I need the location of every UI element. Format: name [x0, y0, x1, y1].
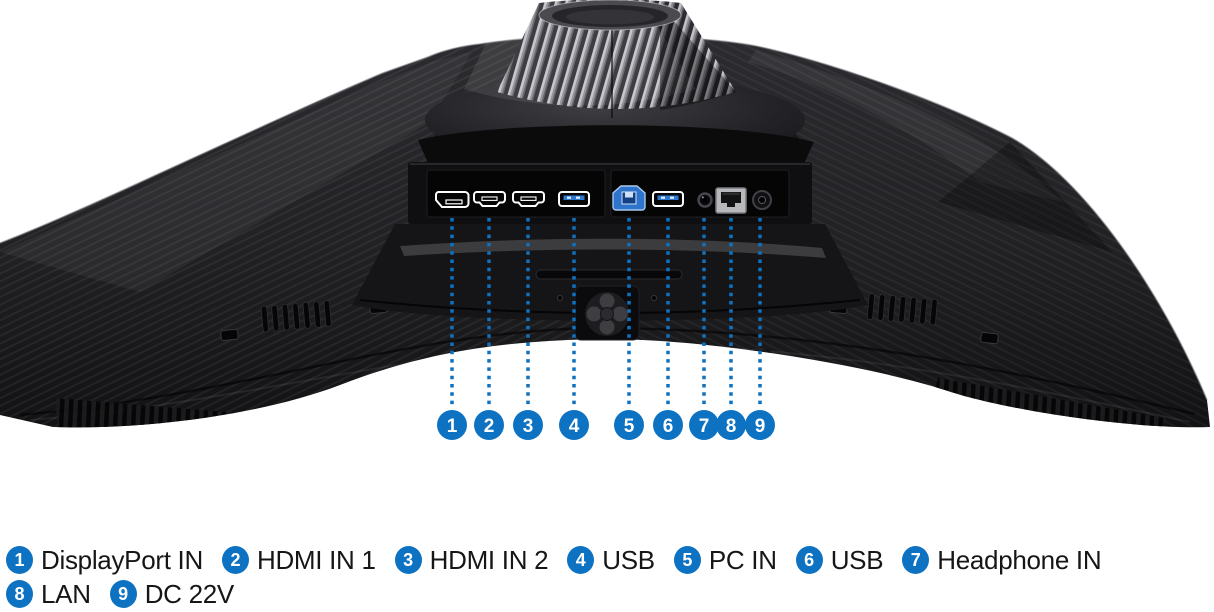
legend-label-hdmi-in-2: HDMI IN 2 [429, 544, 549, 575]
callout-2: 2 [474, 410, 504, 440]
callout-6: 6 [653, 410, 683, 440]
port-legend: 1 DisplayPort IN 2 HDMI IN 1 3 HDMI IN 2… [6, 543, 1210, 611]
lan-rj45-port-icon [715, 187, 747, 214]
legend-item-usb-2: 6 USB [795, 544, 884, 576]
hdmi2-port-icon [512, 191, 545, 207]
legend-item-displayport-in: 1 DisplayPort IN [6, 545, 203, 576]
usb-a-port-icon [558, 191, 590, 207]
hdmi1-port-icon [473, 191, 506, 207]
legend-number-badge-1: 1 [6, 546, 33, 574]
legend-label-lan: LAN [41, 578, 91, 609]
svg-text:4: 4 [569, 416, 580, 437]
right-vent-slots [866, 293, 938, 326]
callout-3: 3 [513, 410, 543, 440]
callout-9: 9 [745, 410, 775, 440]
glossy-inset-band [418, 125, 814, 168]
legend-label-headphone-in: Headphone IN [937, 544, 1102, 575]
legend-number-badge-8: 8 [6, 580, 33, 608]
legend-item-hdmi-in-1: 2 HDMI IN 1 [221, 544, 376, 576]
svg-text:7: 7 [699, 416, 710, 437]
legend-item-usb-1: 4 USB [567, 545, 655, 576]
callout-4: 4 [559, 410, 589, 440]
svg-text:2: 2 [484, 416, 495, 437]
legend-label-displayport-in: DisplayPort IN [41, 544, 203, 575]
callout-8: 8 [716, 410, 746, 440]
svg-text:8: 8 [726, 416, 737, 437]
collar-shadow [660, 5, 736, 110]
port-panel [408, 162, 812, 224]
displayport-port-icon [435, 191, 470, 208]
legend-label-usb-2: USB [830, 544, 884, 575]
jog-button [583, 290, 631, 338]
legend-item-pc-in: 5 PC IN [673, 544, 777, 576]
svg-text:9: 9 [755, 416, 766, 437]
legend-number-badge-3: 3 [394, 546, 422, 574]
stand-mount [418, 0, 814, 168]
callout-7: 7 [689, 410, 719, 440]
usb-b-pc-in-port-icon [612, 185, 646, 211]
legend-number-badge-2: 2 [221, 546, 249, 574]
callout-1: 1 [437, 410, 467, 440]
legend-number-badge-9: 9 [109, 580, 137, 608]
usb-a-port-2-icon [652, 191, 684, 207]
collar-opening-floor [566, 9, 654, 25]
screw-hole [651, 295, 657, 301]
legend-number-badge-7: 7 [902, 546, 930, 574]
svg-text:1: 1 [447, 416, 458, 437]
legend-item-lan: 8 LAN [6, 579, 91, 610]
legend-row-1: 1 DisplayPort IN 2 HDMI IN 1 3 HDMI IN 2… [6, 543, 1210, 577]
legend-number-badge-6: 6 [795, 546, 823, 574]
legend-item-headphone-in: 7 Headphone IN [902, 544, 1102, 576]
legend-item-dc-22v: 9 DC 22V [109, 578, 235, 610]
stand-collar [497, 0, 736, 109]
plate-band-highlight [400, 238, 826, 258]
dc-power-jack-icon [752, 190, 772, 210]
legend-row-2: 8 LAN 9 DC 22V [6, 577, 1210, 611]
legend-label-dc-22v: DC 22V [144, 578, 235, 609]
legend-item-hdmi-in-2: 3 HDMI IN 2 [394, 544, 549, 576]
legend-number-badge-4: 4 [567, 546, 595, 574]
svg-text:3: 3 [523, 416, 534, 437]
screw-hole [557, 295, 563, 301]
legend-number-badge-5: 5 [673, 546, 701, 574]
legend-label-usb-1: USB [602, 544, 655, 575]
callout-leader-lines [450, 218, 762, 407]
monitor-rear-illustration: 1 2 3 4 5 6 7 8 9 [0, 0, 1210, 440]
headphone-jack-icon [697, 192, 713, 208]
stand-release-slot [535, 269, 683, 280]
callout-badges: 1 2 3 4 5 6 7 8 9 [437, 410, 775, 440]
legend-label-hdmi-in-1: HDMI IN 1 [256, 544, 376, 575]
left-vent-slots [260, 300, 332, 333]
lower-center-plate [352, 224, 868, 341]
callout-5: 5 [614, 410, 644, 440]
legend-label-pc-in: PC IN [708, 544, 777, 575]
svg-text:5: 5 [624, 416, 635, 437]
svg-text:6: 6 [663, 416, 674, 437]
